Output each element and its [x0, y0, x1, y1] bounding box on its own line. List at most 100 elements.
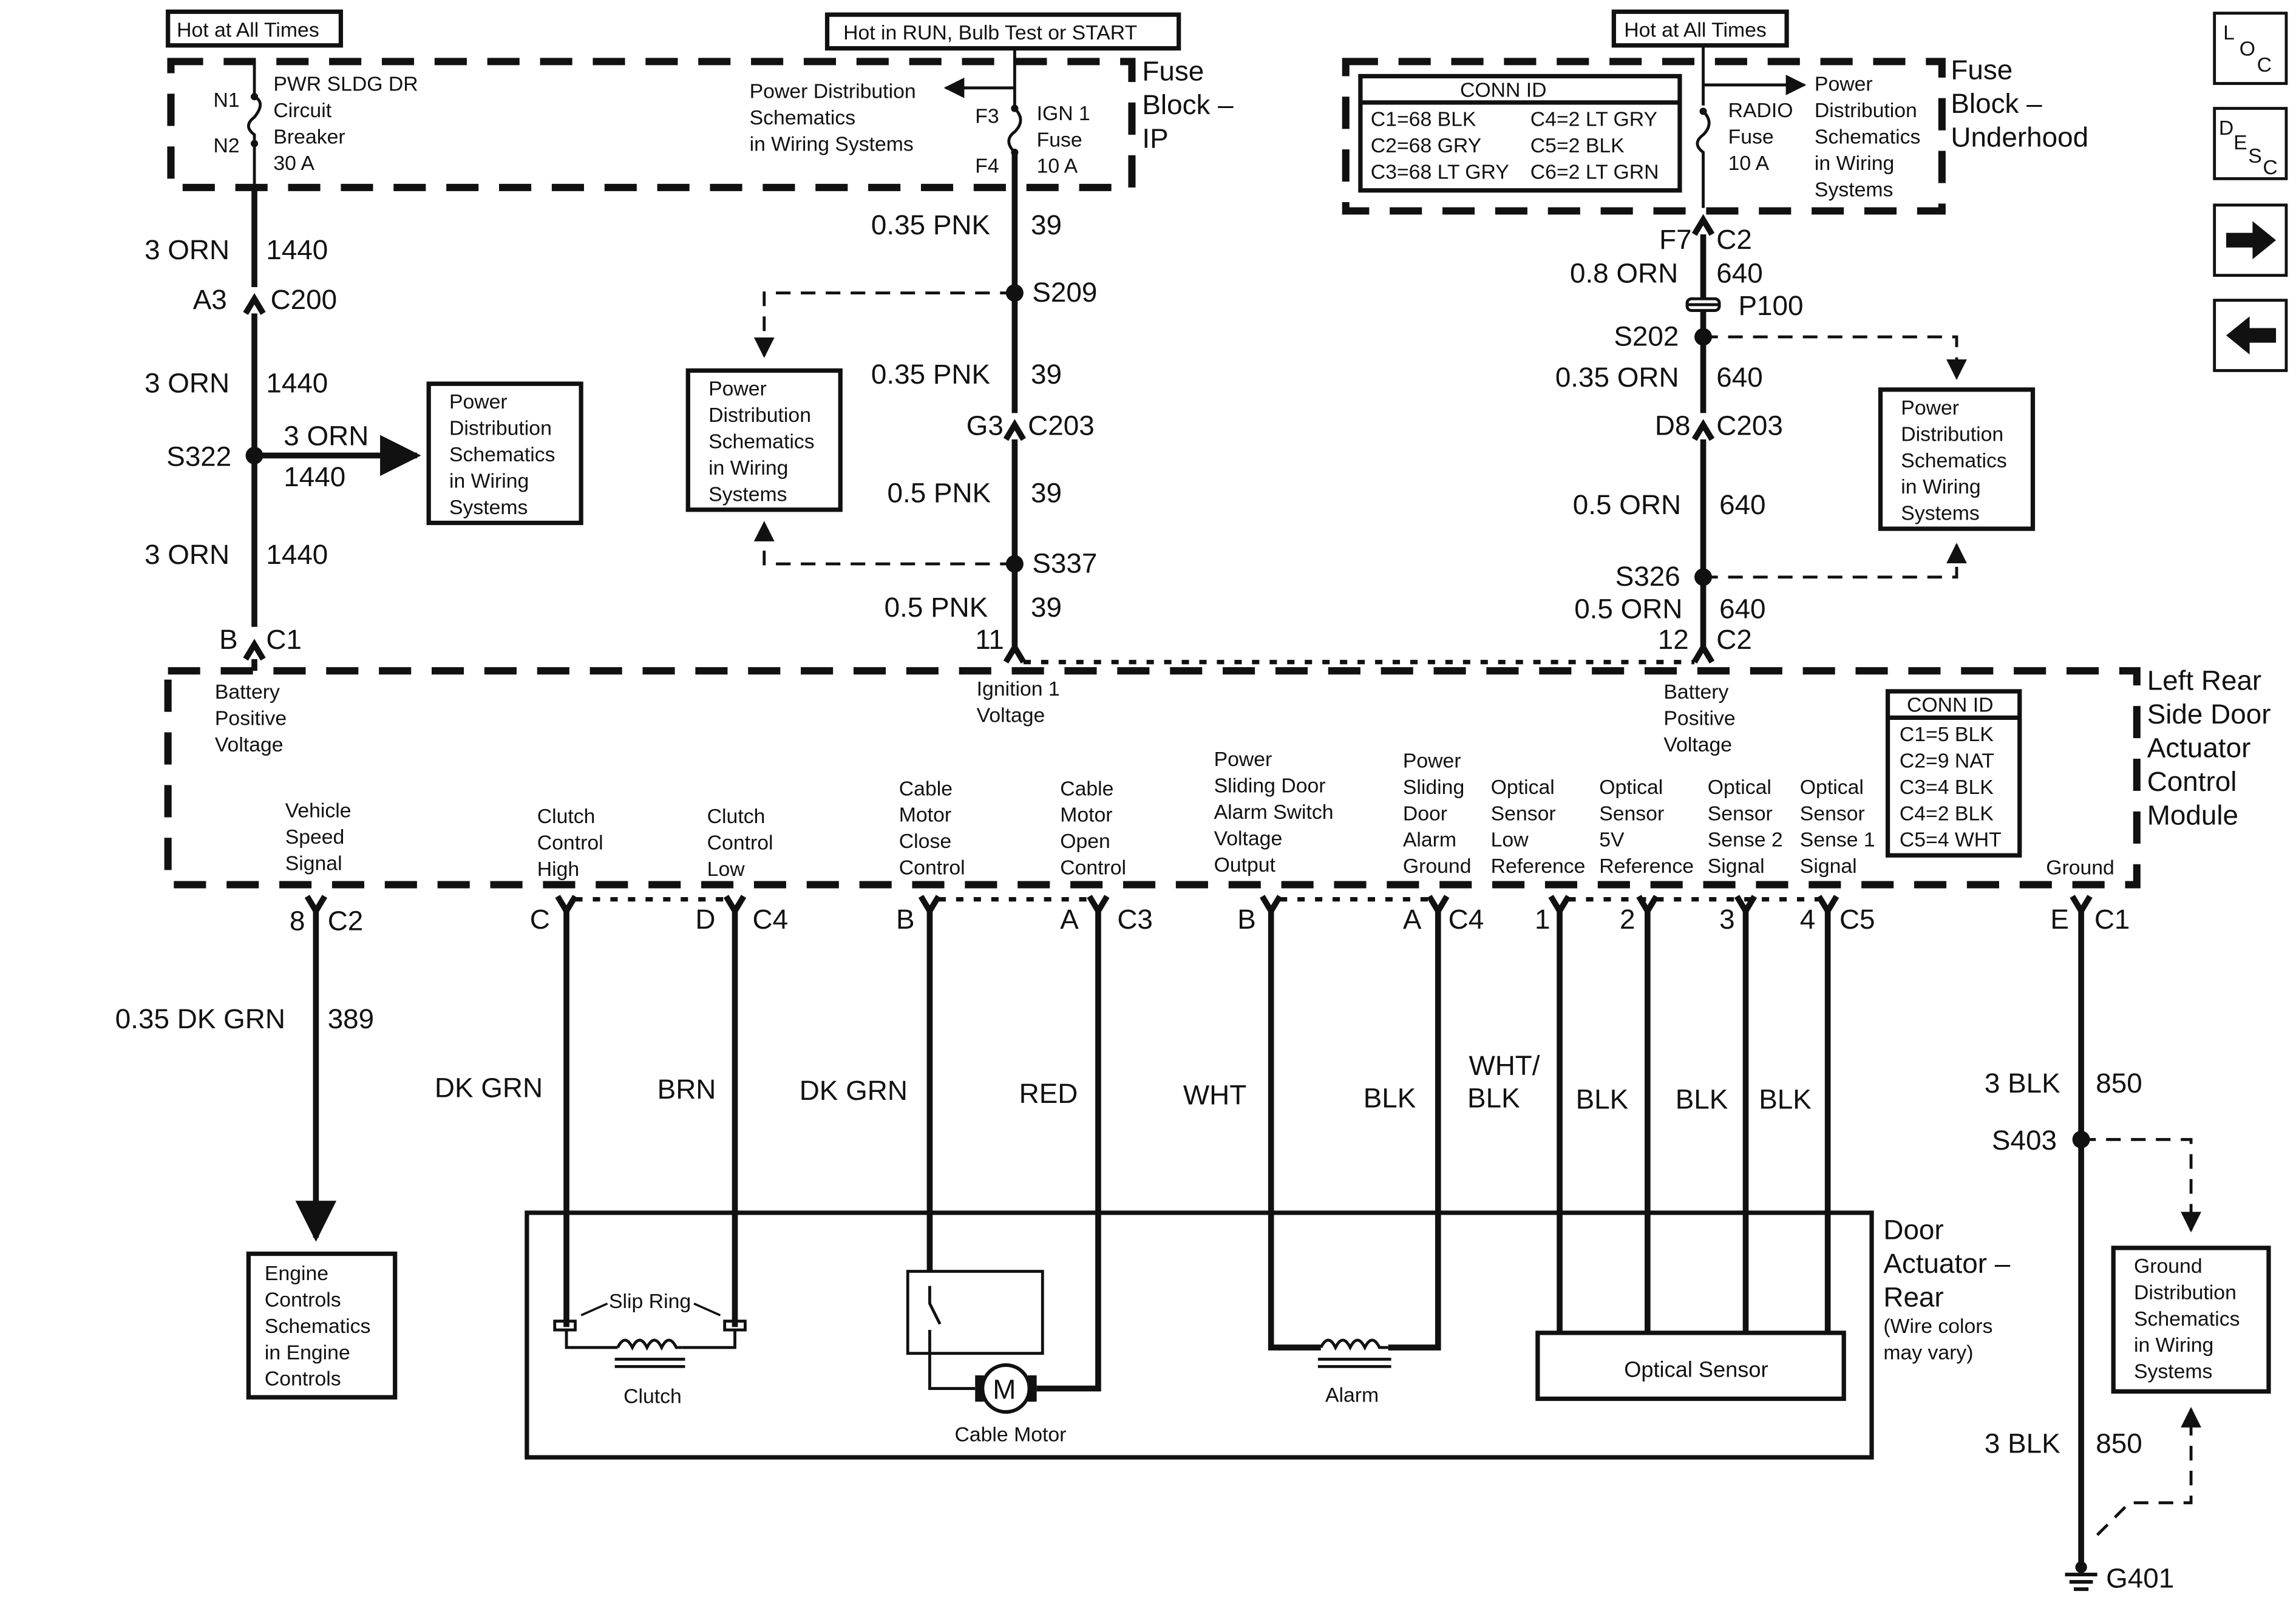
prev-button[interactable]: [2213, 299, 2288, 372]
module-title-5: Module: [2147, 800, 2238, 831]
pds-underhood-1: Power: [1815, 73, 1873, 96]
fuse-block-ip: [167, 58, 1136, 191]
arrow-right-icon: [2226, 221, 2277, 260]
breaker-terminal-1: [251, 93, 259, 101]
pds-underhood-4: in Wiring: [1815, 152, 1894, 175]
left-rear-side-door-actuator-module: [164, 667, 2141, 889]
wire-389-color: 0.35 DK GRN: [115, 1003, 285, 1034]
pin-opt-s1-conn: C5: [1839, 904, 1875, 935]
wire-opt-5v-color: BLK: [1576, 1084, 1629, 1115]
conn-id-underhood-title: CONN ID: [1460, 78, 1547, 101]
engine-controls-box[interactable]: [246, 1251, 398, 1400]
pds-box-left-5: Systems: [449, 496, 528, 519]
f7-conn: C2: [1716, 224, 1752, 255]
engine-box-1: Engine: [265, 1262, 328, 1285]
ground-box-3: Schematics: [2134, 1307, 2240, 1331]
ground-distribution-box[interactable]: [2111, 1246, 2271, 1394]
s326-dashed-link: [1703, 543, 1967, 579]
fuse-block-underhood-title-3: Underhood: [1951, 121, 2088, 152]
wire-850-num-2: 850: [2096, 1428, 2142, 1459]
wire-1440-color-1: 3 ORN: [144, 234, 229, 265]
cable-motor-component: M Cable Motor: [906, 1270, 1066, 1446]
splice-s337-label: S337: [1032, 548, 1097, 579]
battery-right-2: Positive: [1663, 707, 1735, 730]
pin-ground: E: [2050, 904, 2069, 935]
module-conn-id-c1: C1=5 BLK: [1900, 723, 1994, 746]
breaker-label-4: 30 A: [273, 152, 314, 175]
desc-button[interactable]: D E S C: [2213, 107, 2288, 180]
wire-clutch-high-color: DK GRN: [435, 1072, 543, 1103]
pin-alarm-switch: B: [1237, 904, 1256, 935]
clutch-low-3: Low: [707, 858, 746, 881]
pds-box-right-4: in Wiring: [1901, 475, 1980, 498]
engine-box-4: in Engine: [265, 1341, 350, 1364]
vss-3: Signal: [285, 852, 342, 875]
loc-button[interactable]: L O C: [2213, 12, 2288, 85]
pds-box-left-3: Schematics: [449, 443, 555, 466]
pds-box-middle[interactable]: [685, 368, 843, 512]
engine-box-5: Controls: [265, 1368, 341, 1391]
alarm-ground-5: Ground: [1403, 855, 1472, 878]
next-button[interactable]: [2213, 203, 2288, 277]
clutch-low-2: Control: [707, 832, 773, 855]
pds-box-left-2: Distribution: [449, 417, 552, 440]
clutch-component: Slip Ring Clutch: [553, 1290, 747, 1408]
radio-fuse-label-2: Fuse: [1728, 125, 1774, 148]
ign-fuse-pin-f3: F3: [975, 105, 999, 128]
wire-39-color-4: 0.5 PNK: [885, 592, 988, 623]
battery-right-1: Battery: [1663, 680, 1728, 703]
slip-ring-pointer-right: [693, 1302, 721, 1317]
actuator-title-2: Actuator –: [1883, 1248, 2010, 1279]
ignition-2: Voltage: [977, 704, 1045, 727]
splice-s322-label: S322: [166, 441, 231, 472]
wire-640-color-2: 0.35 ORN: [1555, 362, 1679, 393]
opt-low-2: Sensor: [1491, 802, 1556, 825]
opt-s2-3: Sense 2: [1708, 829, 1783, 852]
breaker-pin-n1: N1: [213, 89, 239, 112]
wire-640-num-4: 640: [1719, 593, 1765, 624]
cable-open-2: Motor: [1060, 804, 1112, 827]
module-conn-id-title: CONN ID: [1907, 694, 1994, 717]
module-pin-12: 12: [1658, 624, 1689, 655]
pds-box-left[interactable]: [426, 381, 583, 526]
alarm-ground-1: Power: [1403, 749, 1461, 772]
ign-fuse-label-3: 10 A: [1037, 155, 1078, 178]
pds-box-right[interactable]: [1878, 387, 2036, 531]
ign-fuse-symbol: [1007, 107, 1022, 154]
fuse-block-ip-title-3: IP: [1142, 123, 1168, 154]
desc-e: E: [2233, 131, 2247, 154]
conn-id-underhood-r1c1: C1=68 BLK: [1371, 108, 1476, 131]
radio-fuse-label-3: 10 A: [1728, 152, 1770, 175]
alarm-ground-4: Alarm: [1403, 829, 1456, 852]
slip-ring-label: Slip Ring: [609, 1290, 691, 1313]
pin-clutch-low: D: [695, 904, 715, 935]
c200-label: C200: [271, 284, 338, 315]
connector-c203-mid-symbol: [1003, 419, 1027, 441]
actuator-title-1: Door: [1883, 1214, 1943, 1245]
module-title-4: Control: [2147, 766, 2237, 797]
breaker-terminal-2: [251, 140, 259, 147]
opt-5v-1: Optical: [1599, 776, 1663, 799]
opt-low-3: Low: [1491, 829, 1529, 852]
wire-640-num-1: 640: [1716, 258, 1762, 289]
pds-underhood-2: Distribution: [1815, 99, 1917, 122]
module-conn-id-box: [1885, 689, 2022, 858]
alarm-switch-1: Power: [1214, 748, 1272, 771]
splice-s326-label: S326: [1615, 561, 1680, 592]
pin-cable-close: B: [896, 904, 915, 935]
pin-cable-open: A: [1060, 904, 1079, 935]
hot-at-all-times-right-box: [1611, 9, 1789, 48]
opt-s1-3: Sense 1: [1800, 829, 1875, 852]
module-title-1: Left Rear: [2147, 665, 2262, 696]
radio-fuse-symbol: [1696, 110, 1711, 208]
wire-640-color-3: 0.5 ORN: [1573, 489, 1681, 520]
pds-box-left-1: Power: [449, 390, 508, 413]
ground-box-5: Systems: [2134, 1360, 2212, 1383]
engine-box-2: Controls: [265, 1288, 341, 1311]
loc-l: L: [2223, 21, 2235, 44]
opt-5v-2: Sensor: [1599, 802, 1664, 825]
battery-left-2: Positive: [215, 707, 287, 730]
conn-id-underhood-r2c2: C5=2 BLK: [1530, 134, 1625, 157]
clutch-coil-icon: [616, 1338, 682, 1351]
